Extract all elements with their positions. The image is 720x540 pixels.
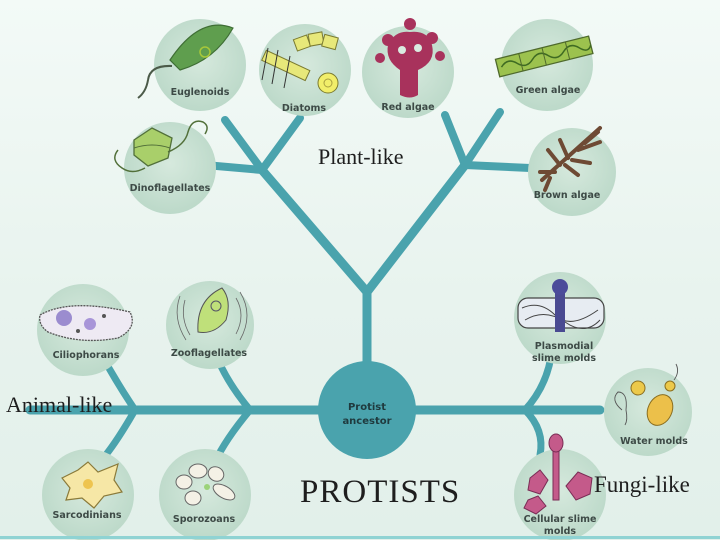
node-green-algae: Green algae [494, 19, 594, 111]
zooflagellate-icon [176, 287, 248, 341]
group-label-animal-like: Animal-like [6, 392, 113, 417]
node-water-molds: Water molds [604, 363, 692, 456]
label-sporozoans: Sporozoans [173, 514, 236, 525]
node-zooflagellates: Zooflagellates [166, 281, 254, 369]
bottom-border [0, 536, 720, 539]
node-brown-algae: Brown algae [528, 126, 616, 216]
node-dinoflagellates: Dinoflagellates [114, 120, 216, 214]
node-cellular-slime-molds: Cellular slime molds [514, 433, 606, 540]
water-mold-icon [614, 363, 679, 426]
node-plasmodial-slime-molds: Plasmodial slime molds [514, 272, 606, 364]
node-sporozoans: Sporozoans [159, 449, 251, 540]
node-sarcodinians: Sarcodinians [42, 449, 134, 540]
page-title: PROTISTS [300, 474, 461, 510]
label-sarcodinians: Sarcodinians [52, 510, 121, 521]
label-cellular-1: Cellular slime [524, 514, 597, 525]
label-water-molds: Water molds [620, 436, 688, 447]
group-label-fungi-like: Fungi-like [594, 472, 690, 497]
group-label-plant-like: Plant-like [318, 144, 404, 169]
brown-algae-icon [538, 126, 602, 192]
node-red-algae: Red algae [362, 18, 454, 118]
ciliophoran-icon [39, 305, 133, 342]
node-euglenoids: Euglenoids [137, 19, 246, 111]
label-plasmodial-2: slime molds [532, 353, 596, 364]
label-red-algae: Red algae [381, 102, 434, 113]
label-zooflagellates: Zooflagellates [171, 348, 248, 359]
label-euglenoids: Euglenoids [171, 87, 230, 98]
node-ciliophorans: Ciliophorans [37, 284, 133, 376]
diatom-icon [261, 31, 339, 94]
plasmodial-icon [517, 279, 605, 332]
label-brown-algae: Brown algae [534, 190, 601, 201]
center-label-2: ancestor [342, 416, 391, 427]
label-dinoflagellates: Dinoflagellates [130, 183, 211, 194]
cellular-slime-icon [523, 433, 593, 515]
green-algae-icon [494, 35, 594, 78]
center-label-1: Protist [348, 402, 386, 413]
label-cellular-2: molds [544, 526, 576, 537]
label-green-algae: Green algae [516, 85, 581, 96]
node-protist-ancestor: Protist ancestor [318, 361, 416, 459]
sporozoan-icon [175, 463, 236, 506]
dinoflagellate-icon [114, 120, 208, 173]
red-algae-icon [375, 18, 445, 98]
label-plasmodial-1: Plasmodial [535, 341, 593, 352]
node-diatoms: Diatoms [259, 24, 351, 116]
branches [25, 108, 605, 466]
label-diatoms: Diatoms [282, 103, 327, 114]
label-ciliophorans: Ciliophorans [53, 350, 120, 361]
